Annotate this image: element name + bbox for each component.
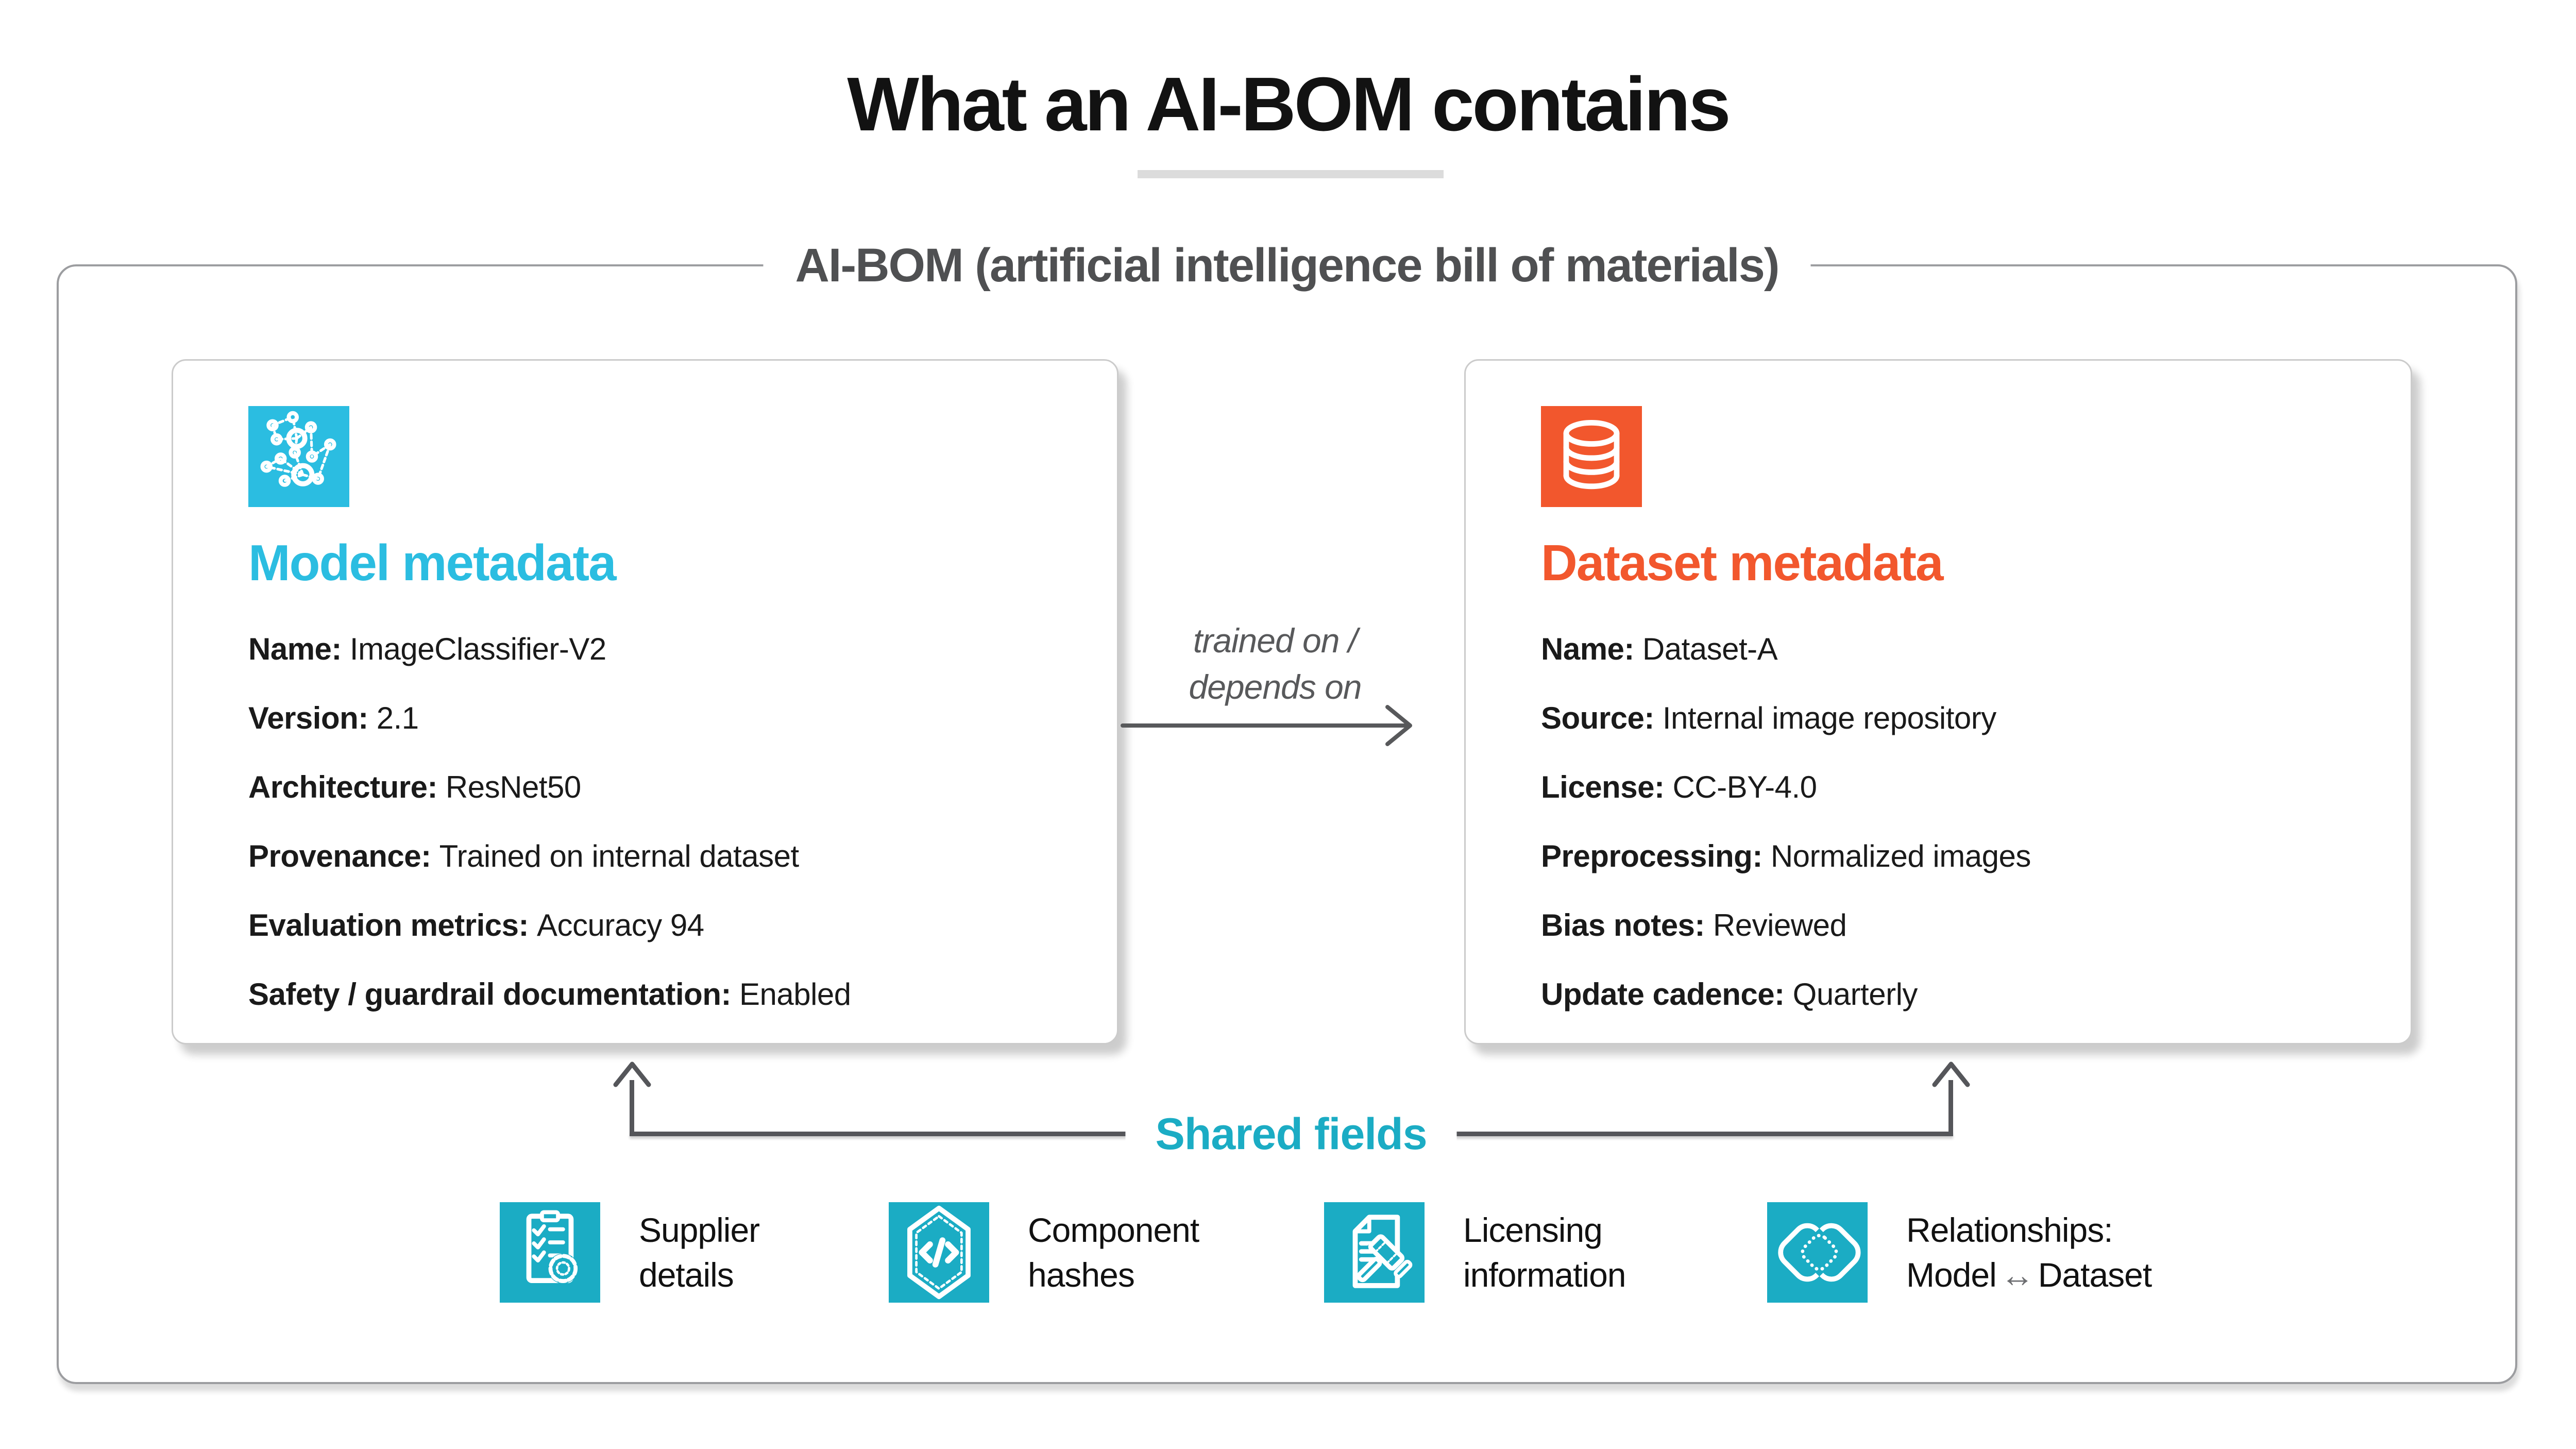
shared-fields-right-riser bbox=[1948, 1080, 1953, 1134]
connector-label-line2: depends on bbox=[1189, 668, 1362, 706]
connector-label: trained on / depends on bbox=[1118, 617, 1432, 710]
shared-item-component-hashes: Component hashes bbox=[889, 1202, 1199, 1303]
page-title: What an AI-BOM contains bbox=[847, 62, 1731, 147]
up-arrow-icon bbox=[1932, 1062, 1970, 1087]
shared-fields-left-riser bbox=[630, 1080, 634, 1134]
dataset-field-source: Source:Internal image repository bbox=[1541, 701, 1996, 735]
model-field-evaluation-metrics: Evaluation metrics:Accuracy 94 bbox=[248, 908, 704, 942]
dataset-card-title: Dataset metadata bbox=[1541, 534, 1944, 591]
up-arrow-icon bbox=[613, 1062, 651, 1087]
database-icon bbox=[1541, 406, 1642, 507]
dataset-field-update-cadence: Update cadence:Quarterly bbox=[1541, 977, 1918, 1012]
connector-label-line1: trained on / bbox=[1193, 621, 1358, 660]
shared-item-licensing-information: Licensing information bbox=[1324, 1202, 1626, 1303]
dataset-field-license: License:CC-BY-4.0 bbox=[1541, 770, 1817, 804]
shared-item-relationships: Relationships: Model↔Dataset bbox=[1767, 1202, 2152, 1303]
neural-network-icon bbox=[248, 406, 349, 507]
shared-item-label: Relationships: Model↔Dataset bbox=[1906, 1208, 2152, 1298]
model-metadata-card: Model metadata Name:ImageClassifier-V2 V… bbox=[172, 359, 1118, 1044]
right-arrow bbox=[1121, 705, 1412, 746]
dataset-field-preprocessing: Preprocessing:Normalized images bbox=[1541, 839, 2031, 873]
ai-bom-container-legend: AI-BOM (artificial intelligence bill of … bbox=[763, 234, 1811, 296]
model-field-architecture: Architecture:ResNet50 bbox=[248, 770, 581, 804]
overlapping-diamonds-icon bbox=[1767, 1202, 1868, 1303]
model-field-safety-documentation: Safety / guardrail documentation:Enabled bbox=[248, 977, 851, 1012]
hexagon-code-icon bbox=[889, 1202, 989, 1303]
dataset-field-name: Name:Dataset-A bbox=[1541, 632, 1778, 666]
document-gavel-icon bbox=[1324, 1202, 1425, 1303]
shared-item-label: Licensing information bbox=[1463, 1210, 1626, 1294]
left-right-arrow-icon: ↔ bbox=[2000, 1255, 2035, 1294]
shared-item-label: Component hashes bbox=[1028, 1210, 1199, 1294]
model-field-version: Version:2.1 bbox=[248, 701, 419, 735]
model-card-title: Model metadata bbox=[248, 534, 617, 591]
model-field-name: Name:ImageClassifier-V2 bbox=[248, 632, 606, 666]
clipboard-checklist-icon bbox=[500, 1202, 600, 1303]
shared-item-supplier-details: Supplier details bbox=[500, 1202, 760, 1303]
shared-fields-title: Shared fields bbox=[1125, 1104, 1457, 1165]
dataset-card-fields: Name:Dataset-A Source:Internal image rep… bbox=[1541, 631, 2335, 1013]
shared-item-label: Supplier details bbox=[639, 1210, 760, 1294]
model-card-fields: Name:ImageClassifier-V2 Version:2.1 Arch… bbox=[248, 631, 1042, 1013]
title-underline bbox=[1138, 170, 1444, 178]
dataset-metadata-card: Dataset metadata Name:Dataset-A Source:I… bbox=[1464, 359, 2412, 1044]
relationship-pair: Model↔Dataset bbox=[1906, 1255, 2152, 1294]
dataset-field-bias-notes: Bias notes:Reviewed bbox=[1541, 908, 1847, 942]
model-field-provenance: Provenance:Trained on internal dataset bbox=[248, 839, 799, 873]
